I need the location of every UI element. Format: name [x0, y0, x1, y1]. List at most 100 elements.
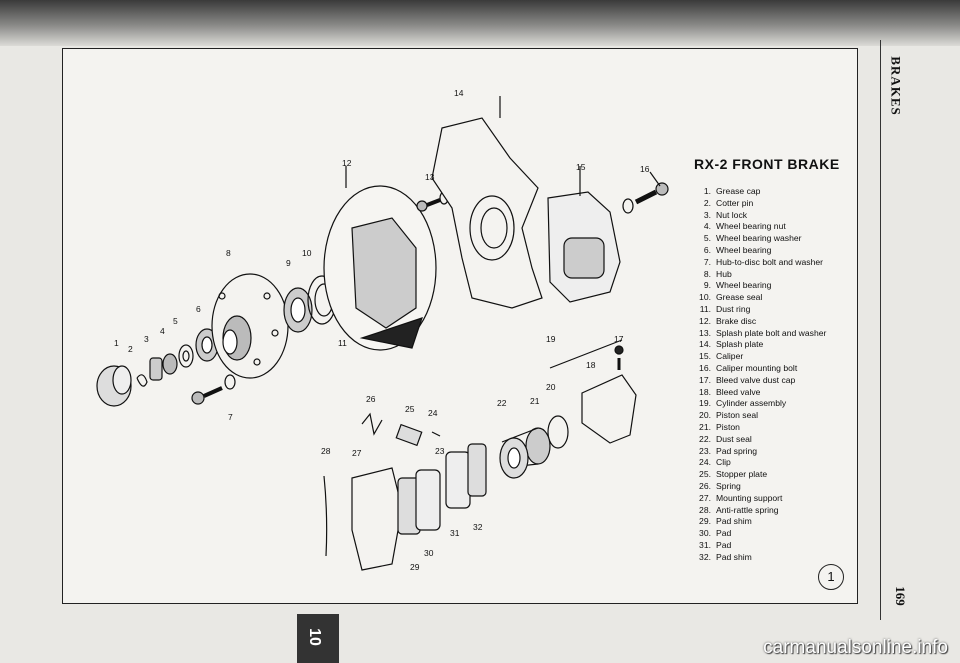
callout-8: 8: [226, 248, 231, 258]
legend-item: 3. Nut lock: [694, 210, 864, 222]
part-caliper-bolt: [622, 182, 669, 214]
legend-item-number: 29.: [699, 516, 711, 527]
callout-15: 15: [576, 162, 586, 172]
legend-item-number: 3.: [703, 209, 711, 220]
legend-item-number: 27.: [699, 492, 711, 503]
legend-item-name: Wheel bearing: [716, 280, 772, 291]
legend-item-name: Pad shim: [716, 516, 752, 527]
part-cotter-pin: [136, 374, 148, 387]
legend-item-name: Hub-to-disc bolt and washer: [716, 256, 823, 267]
legend-item-name: Dust seal: [716, 433, 752, 444]
part-splash-bolt: [416, 191, 449, 212]
legend-item: 29. Pad shim: [694, 516, 864, 528]
callout-11: 11: [338, 338, 347, 348]
legend-item-name: Mounting support: [716, 492, 783, 503]
legend-item-number: 14.: [699, 339, 711, 350]
legend-item: 11.Dust ring: [694, 304, 864, 316]
legend-item: 27. Mounting support: [694, 493, 864, 505]
callout-9: 9: [286, 258, 291, 268]
part-dust-seal: [499, 437, 529, 479]
callout-6: 6: [196, 304, 201, 314]
part-clip: [431, 431, 441, 437]
legend-item-number: 26.: [699, 480, 711, 491]
watermark: carmanualsonline.info: [763, 637, 948, 658]
part-bearing-6: [195, 328, 219, 362]
legend-item: 10.Grease seal: [694, 292, 864, 304]
legend-item-name: Nut lock: [716, 209, 748, 220]
part-mounting-support: [351, 467, 403, 571]
legend-item-number: 28.: [699, 504, 711, 515]
legend-item-number: 17.: [699, 374, 711, 385]
legend-item-name: Wheel bearing nut: [716, 221, 786, 232]
legend-item-number: 7.: [703, 256, 711, 267]
callout-12: 12: [342, 158, 352, 168]
legend-item-name: Pad shim: [716, 551, 752, 562]
legend-item-name: Brake disc: [716, 315, 757, 326]
side-header: BRAKES: [888, 56, 904, 116]
legend-item: 26. Spring: [694, 481, 864, 493]
callout-30: 30: [424, 548, 434, 558]
legend-item: 20.Piston seal: [694, 410, 864, 422]
legend-item-name: Piston: [716, 421, 740, 432]
legend-item-number: 20.: [699, 410, 711, 421]
legend-item-name: Cotter pin: [716, 197, 754, 208]
legend-item-number: 30.: [699, 528, 711, 539]
legend-item-name: Spring: [716, 480, 741, 491]
legend-item: 4. Wheel bearing nut: [694, 221, 864, 233]
legend-item-number: 8.: [703, 268, 711, 279]
diagram-callouts: 1 2 3 4 5 6 7 8 9 10 11 12 13 14 15 16 1…: [114, 88, 650, 572]
part-anti-rattle-spring: [323, 475, 328, 557]
legend-item: 19.Cylinder assembly: [694, 398, 864, 410]
legend-item-name: Anti-rattle spring: [716, 504, 779, 515]
legend-item-name: Cylinder assembly: [716, 398, 787, 409]
part-pad-spring: [361, 412, 383, 436]
callout-5: 5: [173, 316, 178, 326]
callout-14: 14: [454, 88, 464, 98]
legend-item: 21.Piston: [694, 422, 864, 434]
callout-3: 3: [144, 334, 149, 344]
legend-item-name: Pad: [716, 539, 732, 550]
legend-item-name: Caliper mounting bolt: [716, 362, 798, 373]
legend-item-number: 11.: [699, 303, 711, 314]
legend-item-number: 31.: [699, 539, 711, 550]
callout-24: 24: [428, 408, 438, 418]
legend-item: 31. Pad: [694, 540, 864, 552]
callout-17: 17: [614, 334, 624, 344]
legend-item-number: 10.: [699, 292, 711, 303]
legend-item: 32. Pad shim: [694, 552, 864, 564]
part-pad-31: [445, 451, 471, 509]
legend-item: 2.Cotter pin: [694, 198, 864, 210]
legend-item: 24.Clip: [694, 457, 864, 469]
part-caliper: [547, 191, 621, 303]
callout-4: 4: [160, 326, 165, 336]
legend-item-number: 32.: [699, 551, 711, 562]
legend-item: 16.Caliper mounting bolt: [694, 363, 864, 375]
legend-item-name: Wheel bearing: [716, 244, 772, 255]
legend-item: 9. Wheel bearing: [694, 280, 864, 292]
part-bearing-9: [283, 287, 313, 333]
page-binding-shadow: [0, 0, 960, 46]
part-cylinder: [581, 374, 637, 444]
legend-item-number: 23.: [699, 445, 711, 456]
callout-1: 1: [114, 338, 119, 348]
part-pad-shim-32: [467, 443, 487, 497]
legend-item-number: 9.: [703, 280, 711, 291]
legend-item-name: Stopper plate: [716, 469, 768, 480]
legend-item: 1.Grease cap: [694, 186, 864, 198]
callout-28: 28: [321, 446, 331, 456]
callout-21: 21: [530, 396, 540, 406]
part-pad-30: [415, 469, 441, 531]
part-hub: [211, 273, 289, 379]
legend-item-name: Splash plate bolt and washer: [716, 327, 827, 338]
circled-figure-number: 1: [818, 564, 844, 590]
part-washer: [178, 344, 194, 368]
legend-item-number: 15.: [699, 351, 711, 362]
page-number: 169: [892, 586, 908, 606]
callout-2: 2: [128, 344, 133, 354]
legend-item-name: Pad: [716, 528, 732, 539]
legend-item: 23.Pad spring: [694, 446, 864, 458]
legend-item-number: 4.: [703, 221, 711, 232]
part-nut-lock: [149, 357, 163, 381]
legend-item-number: 12.: [699, 315, 711, 326]
